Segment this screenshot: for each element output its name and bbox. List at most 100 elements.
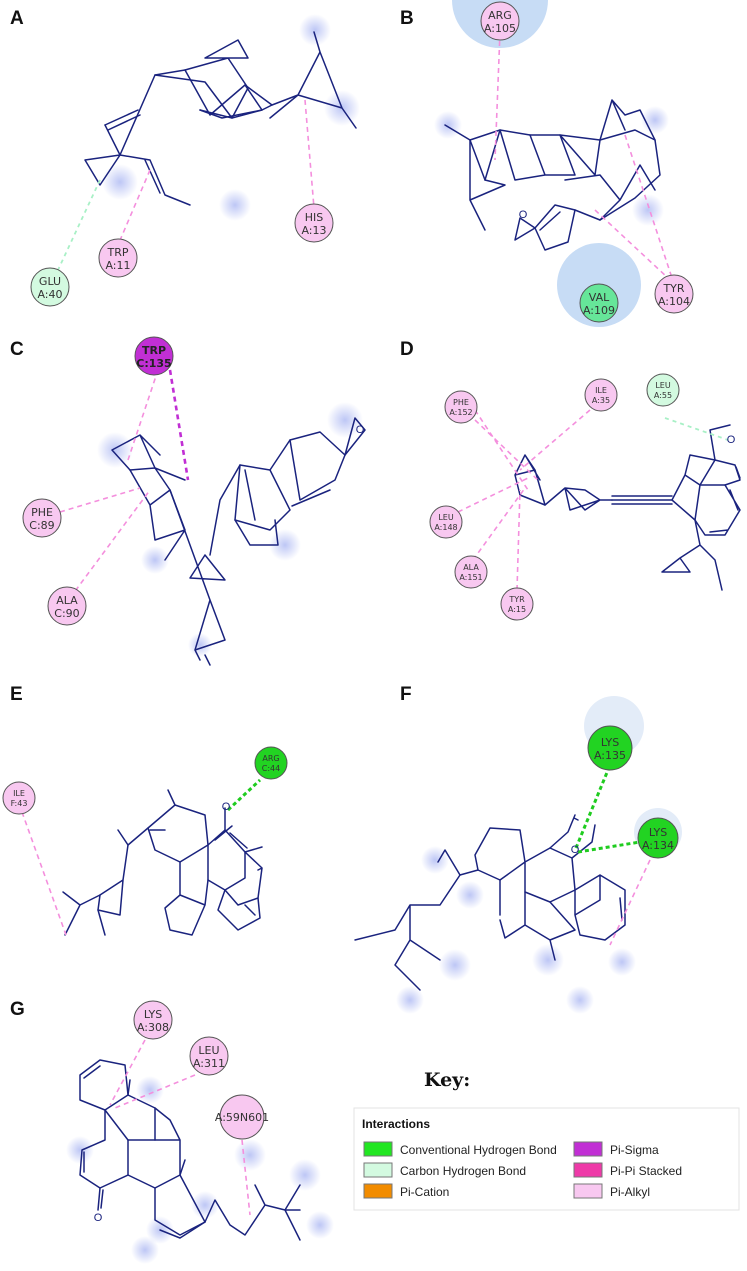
residue-leu-a311-name: LEU (198, 1044, 219, 1057)
panel-c-ligand (111, 417, 366, 666)
panel-letter-g: G (10, 999, 25, 1020)
residue-trp-a11: TRP A:11 (98, 238, 138, 278)
panel-b: B O ARG A:105 VAL (400, 0, 694, 327)
residue-arg-c44-name: ARG (262, 754, 279, 763)
key-label-pi-cation: Pi-Cation (400, 1185, 449, 1199)
panel-letter-b: B (400, 8, 414, 29)
residue-ile-a35-name: ILE (595, 386, 607, 395)
residue-ile-a35: ILE A:35 (584, 378, 618, 412)
key-swatch-pi-cation (363, 1183, 393, 1199)
residue-his-a13: HIS A:13 (294, 203, 334, 243)
panel-g-interactions (109, 1039, 251, 1216)
residue-a59n601: A:59N601 (215, 1094, 269, 1140)
panel-f-ligand (354, 814, 626, 991)
panel-g-ligand (79, 1059, 301, 1241)
panel-e-ligand (62, 789, 263, 936)
residue-phe-c89-name: PHE (31, 506, 53, 519)
panel-e-oxygen: O (222, 801, 231, 813)
residue-trp-a11-id: A:11 (105, 259, 130, 272)
residue-arg-c44-id: C:44 (262, 764, 280, 773)
residue-arg-a105: ARG A:105 (480, 1, 520, 41)
residue-tyr-a15-id: A:15 (508, 605, 526, 614)
panel-c: C O TRP C:135 (10, 336, 366, 666)
panel-f-glows (396, 846, 636, 1014)
residue-his-a13-id: A:13 (301, 224, 326, 237)
key-label-pi-sigma: Pi-Sigma (610, 1143, 659, 1157)
panel-f-oxygen: O (571, 844, 580, 856)
residue-val-a109-id: A:109 (583, 304, 615, 317)
residue-a59n601-name: A:59N601 (215, 1111, 269, 1124)
residue-tyr-a104-name: TYR (662, 282, 684, 295)
residue-glu-a40-name: GLU (39, 275, 61, 288)
residue-leu-a311-id: A:311 (193, 1057, 225, 1070)
residue-leu-a148-id: A:148 (434, 523, 457, 532)
panel-b-glows (434, 106, 669, 226)
key-label-pi-alkyl: Pi-Alkyl (610, 1185, 650, 1199)
residue-lys-a308-name: LYS (144, 1008, 162, 1021)
residue-ala-a151: ALA A:151 (454, 555, 488, 589)
residue-tyr-a15-name: TYR (508, 595, 525, 604)
panel-g: G O LYS (10, 999, 334, 1264)
panel-letter-f: F (400, 684, 412, 705)
residue-lys-a308-id: A:308 (137, 1021, 169, 1034)
key-box (353, 1107, 740, 1211)
residue-ala-a151-id: A:151 (459, 573, 482, 582)
panel-f: F O LYS A:135 (354, 684, 682, 1014)
key-swatch-conventional-hydrogen-bond (363, 1141, 393, 1157)
residue-trp-c135-id: C:135 (136, 357, 171, 370)
panel-d-oxygen: O (727, 434, 736, 446)
panel-g-oxygen: O (94, 1212, 103, 1224)
panel-d-interactions (457, 409, 729, 591)
key-swatch-pi-alkyl (573, 1183, 603, 1199)
panel-letter-a: A (10, 8, 24, 29)
residue-leu-a55: LEU A:55 (646, 373, 680, 407)
key-title: Key: (424, 1069, 470, 1091)
panel-letter-d: D (400, 339, 414, 360)
interaction-key: Key: Interactions Conventional Hydrogen … (353, 1069, 740, 1211)
panel-a-glows (102, 14, 360, 221)
panel-g-glows (66, 1076, 334, 1264)
residue-lys-a134-id: A:134 (642, 839, 674, 852)
residue-leu-a55-name: LEU (655, 381, 671, 390)
residue-ile-f43-id: F:43 (11, 799, 28, 808)
residue-phe-a152-name: PHE (453, 398, 469, 407)
residue-glu-a40-id: A:40 (37, 288, 62, 301)
residue-trp-c135: TRP C:135 (134, 336, 174, 376)
residue-phe-a152: PHE A:152 (444, 390, 478, 424)
residue-ile-a35-id: A:35 (592, 396, 610, 405)
residue-ala-c90-id: C:90 (54, 607, 79, 620)
panel-d-ligand (514, 424, 741, 591)
residue-ile-f43: ILE F:43 (2, 781, 36, 815)
panel-a-ligand (84, 31, 357, 206)
residue-arg-a105-id: A:105 (484, 22, 516, 35)
residue-trp-c135-name: TRP (142, 344, 166, 357)
panel-c-glows (97, 402, 363, 657)
panel-b-interactions (494, 31, 673, 279)
panel-e: E O ILE F:43 ARG C:44 (2, 684, 288, 936)
residue-trp-a11-name: TRP (107, 246, 129, 259)
residue-tyr-a104-id: A:104 (658, 295, 690, 308)
key-label-pi-pi-stacked: Pi-Pi Stacked (610, 1164, 682, 1178)
residue-val-a109: VAL A:109 (579, 283, 619, 323)
residue-lys-a134: LYS A:134 (637, 817, 679, 859)
residue-leu-a148-name: LEU (438, 513, 454, 522)
residue-tyr-a15: TYR A:15 (500, 587, 534, 621)
residue-phe-c89-id: C:89 (29, 519, 54, 532)
residue-lys-a308: LYS A:308 (133, 1000, 173, 1040)
residue-glu-a40: GLU A:40 (30, 267, 70, 307)
residue-lys-a134-name: LYS (649, 826, 667, 839)
residue-arg-c44: ARG C:44 (254, 746, 288, 780)
key-swatch-pi-sigma (573, 1141, 603, 1157)
key-heading: Interactions (362, 1117, 430, 1131)
panel-a-interactions (57, 99, 315, 271)
panel-c-interactions (59, 369, 190, 599)
panel-letter-e: E (10, 684, 23, 705)
residue-leu-a148: LEU A:148 (429, 505, 463, 539)
residue-ile-f43-name: ILE (13, 789, 25, 798)
residue-phe-a152-id: A:152 (449, 408, 472, 417)
residue-lys-a135: LYS A:135 (587, 725, 633, 771)
residue-leu-a311: LEU A:311 (189, 1036, 229, 1076)
residue-phe-c89: PHE C:89 (22, 498, 62, 538)
panel-b-ligand (444, 99, 661, 251)
